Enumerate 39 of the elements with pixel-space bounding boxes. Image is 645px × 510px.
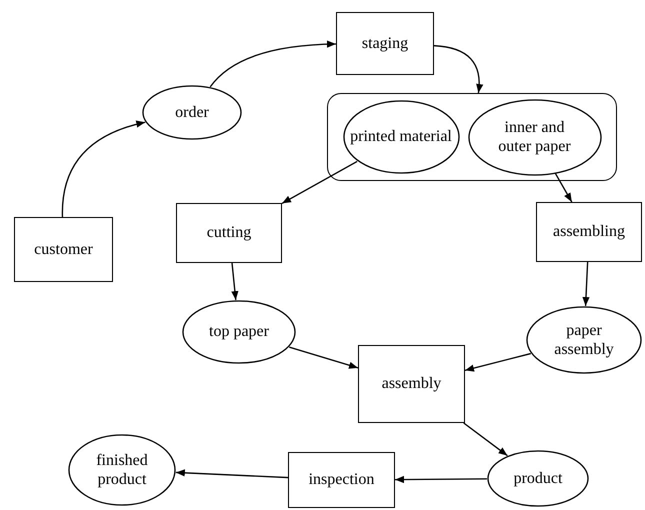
arrow: [231, 262, 238, 300]
arrow: [289, 346, 358, 369]
process-box: [336, 12, 434, 75]
node-label: product: [512, 468, 564, 488]
node-label: customer: [33, 240, 94, 260]
arrow: [463, 422, 508, 456]
arrow: [176, 469, 288, 478]
ellipse-node: [468, 98, 602, 176]
arrow: [464, 352, 531, 372]
node-label: cutting: [206, 223, 252, 243]
ellipse-node: [342, 100, 460, 174]
ellipse-node: [182, 300, 296, 364]
node-label: printed material: [349, 127, 453, 147]
arrow: [554, 173, 572, 202]
group-box: [327, 93, 617, 181]
node-label: assembling: [552, 222, 626, 242]
ellipse-node: [487, 450, 589, 507]
arrow: [62, 120, 146, 218]
ellipse-node: [142, 85, 242, 140]
arrow: [282, 160, 358, 204]
process-box: [176, 203, 282, 263]
node-label: top paper: [208, 322, 270, 342]
process-box: [14, 217, 113, 282]
node-label: inner and outer paper: [497, 118, 572, 156]
ellipse-node: [526, 306, 642, 374]
ellipse-node: [68, 434, 176, 506]
node-label: inspection: [308, 470, 376, 490]
arrow: [434, 45, 483, 94]
process-box: [358, 345, 465, 423]
node-label: order: [174, 102, 210, 122]
arrow: [395, 476, 487, 484]
process-box: [536, 202, 642, 262]
node-label: assembly: [380, 374, 442, 394]
node-label: staging: [360, 34, 410, 54]
node-label: finished product: [95, 450, 149, 490]
arrow: [210, 40, 336, 88]
process-box: [288, 452, 395, 508]
arrow: [582, 262, 590, 306]
node-label: paper assembly: [553, 320, 615, 360]
